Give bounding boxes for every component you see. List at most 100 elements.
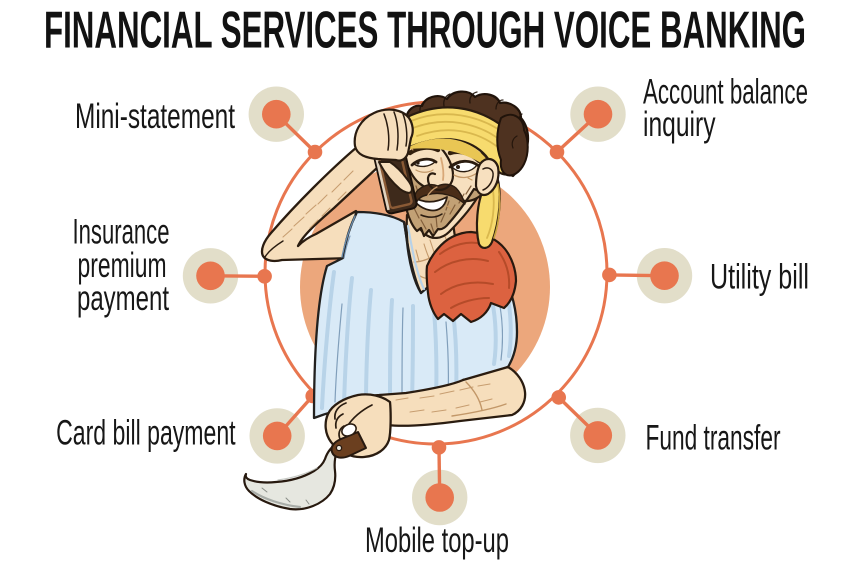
texture-stroke xyxy=(443,93,451,107)
node-dot xyxy=(262,99,291,129)
farmer-phone-hand xyxy=(353,108,414,194)
node-dot xyxy=(425,483,455,512)
texture-stroke xyxy=(499,305,503,361)
farmer-illustration xyxy=(243,90,530,511)
texture-stroke xyxy=(401,307,404,399)
elbow-crease xyxy=(264,240,284,258)
forearm-crease xyxy=(451,403,507,417)
texture-stroke xyxy=(467,177,473,181)
finger-line-3 xyxy=(402,113,408,147)
texture-stroke xyxy=(334,303,343,403)
sickle-blade-shape xyxy=(243,442,341,511)
fist-finger-3 xyxy=(338,425,345,440)
texture-stroke xyxy=(337,191,347,201)
label-account-balance-inquiry: Account balance inquiry xyxy=(643,73,808,145)
node-mobile-top-up xyxy=(412,440,468,526)
nose-shading xyxy=(440,157,445,181)
texture-stroke xyxy=(364,288,373,406)
node-dot xyxy=(583,421,613,450)
ear xyxy=(474,157,500,197)
texture-stroke xyxy=(431,409,447,413)
texture-stroke xyxy=(420,219,427,230)
texture-stroke xyxy=(446,205,452,210)
label-utility-bill: Utility bill xyxy=(710,258,809,297)
texture-stroke xyxy=(410,304,415,402)
texture-stroke xyxy=(440,281,494,295)
thumb xyxy=(378,161,413,194)
node-ring-dot xyxy=(551,390,566,405)
node-ring-dot xyxy=(549,144,565,160)
texture-stroke xyxy=(490,298,498,366)
right-eyelid xyxy=(448,159,481,169)
texture-stroke xyxy=(439,390,455,395)
texture-stroke xyxy=(440,212,446,223)
mouth xyxy=(411,195,448,212)
fist-finger-1 xyxy=(334,402,347,420)
nasolabial-crease xyxy=(426,186,438,198)
collar-highlight xyxy=(406,224,426,291)
texture-stroke xyxy=(305,204,317,215)
farmer-scarf xyxy=(425,230,518,324)
collar-edge xyxy=(402,220,423,295)
texture-stroke xyxy=(477,383,491,387)
node-account-balance-inquiry xyxy=(549,86,626,160)
label-mobile-top-up: Mobile top-up xyxy=(365,521,509,560)
phone-hand-palm xyxy=(353,108,414,162)
node-card-bill-payment xyxy=(249,388,321,464)
texture-stroke xyxy=(416,129,500,149)
label-mini-statement: Mini-statement xyxy=(75,97,235,136)
sickle-handle-wood xyxy=(330,431,367,459)
texture-stroke xyxy=(429,239,435,253)
texture-stroke xyxy=(465,185,472,195)
node-fund-transfer xyxy=(551,390,626,464)
sickle-handle-eye xyxy=(335,444,343,452)
fist-finger-2 xyxy=(334,413,344,429)
texture-stroke xyxy=(412,121,504,143)
blade-edge-highlight xyxy=(277,467,318,481)
farmer-head xyxy=(399,90,530,249)
texture-stroke xyxy=(293,216,305,227)
texture-stroke xyxy=(434,258,489,273)
node-dot xyxy=(583,99,613,129)
sleeve-cuff-right xyxy=(341,215,356,258)
thumbnail xyxy=(341,423,357,437)
node-insurance-premium-payment xyxy=(182,248,272,304)
lower-lip-line xyxy=(420,213,443,218)
texture-stroke xyxy=(321,207,331,217)
texture-stroke xyxy=(445,200,450,211)
hair-curl-line xyxy=(511,135,518,149)
texture-stroke xyxy=(343,170,354,181)
elbow-crease-left xyxy=(465,381,483,411)
left-eyelid xyxy=(410,157,438,167)
right-pupil xyxy=(456,165,460,169)
ear-inner-line xyxy=(482,167,494,191)
node-dot xyxy=(262,421,292,451)
texture-stroke xyxy=(331,182,342,193)
texture-stroke xyxy=(317,194,328,205)
page-title: FINANCIAL SERVICES THROUGH VOICE BANKING xyxy=(44,1,806,59)
texture-stroke xyxy=(342,276,354,408)
node-ring-dot xyxy=(602,267,617,283)
texture-stroke xyxy=(435,215,438,228)
texture-stroke xyxy=(430,223,435,234)
texture-stroke xyxy=(479,398,493,403)
texture-stroke xyxy=(419,395,435,399)
texture-stroke xyxy=(455,404,470,409)
texture-stroke xyxy=(343,235,351,259)
left-eye-bag xyxy=(415,169,434,173)
texture-stroke xyxy=(450,297,490,309)
texture-stroke xyxy=(495,99,504,110)
turban-tail-crease xyxy=(486,189,495,239)
node-mini-statement xyxy=(248,86,323,160)
finger-line-1 xyxy=(383,113,390,151)
texture-stroke xyxy=(309,219,319,229)
texture-stroke xyxy=(388,298,394,404)
farmer-fist xyxy=(324,393,392,459)
arm-hatching xyxy=(282,170,354,238)
turban-tail-shade xyxy=(493,183,501,239)
label-fund-transfer: Fund transfer xyxy=(646,419,781,458)
node-ring-dot xyxy=(257,269,272,284)
label-insurance-premium-payment: Insurance premium payment xyxy=(73,213,170,319)
node-utility-bill xyxy=(602,248,693,304)
